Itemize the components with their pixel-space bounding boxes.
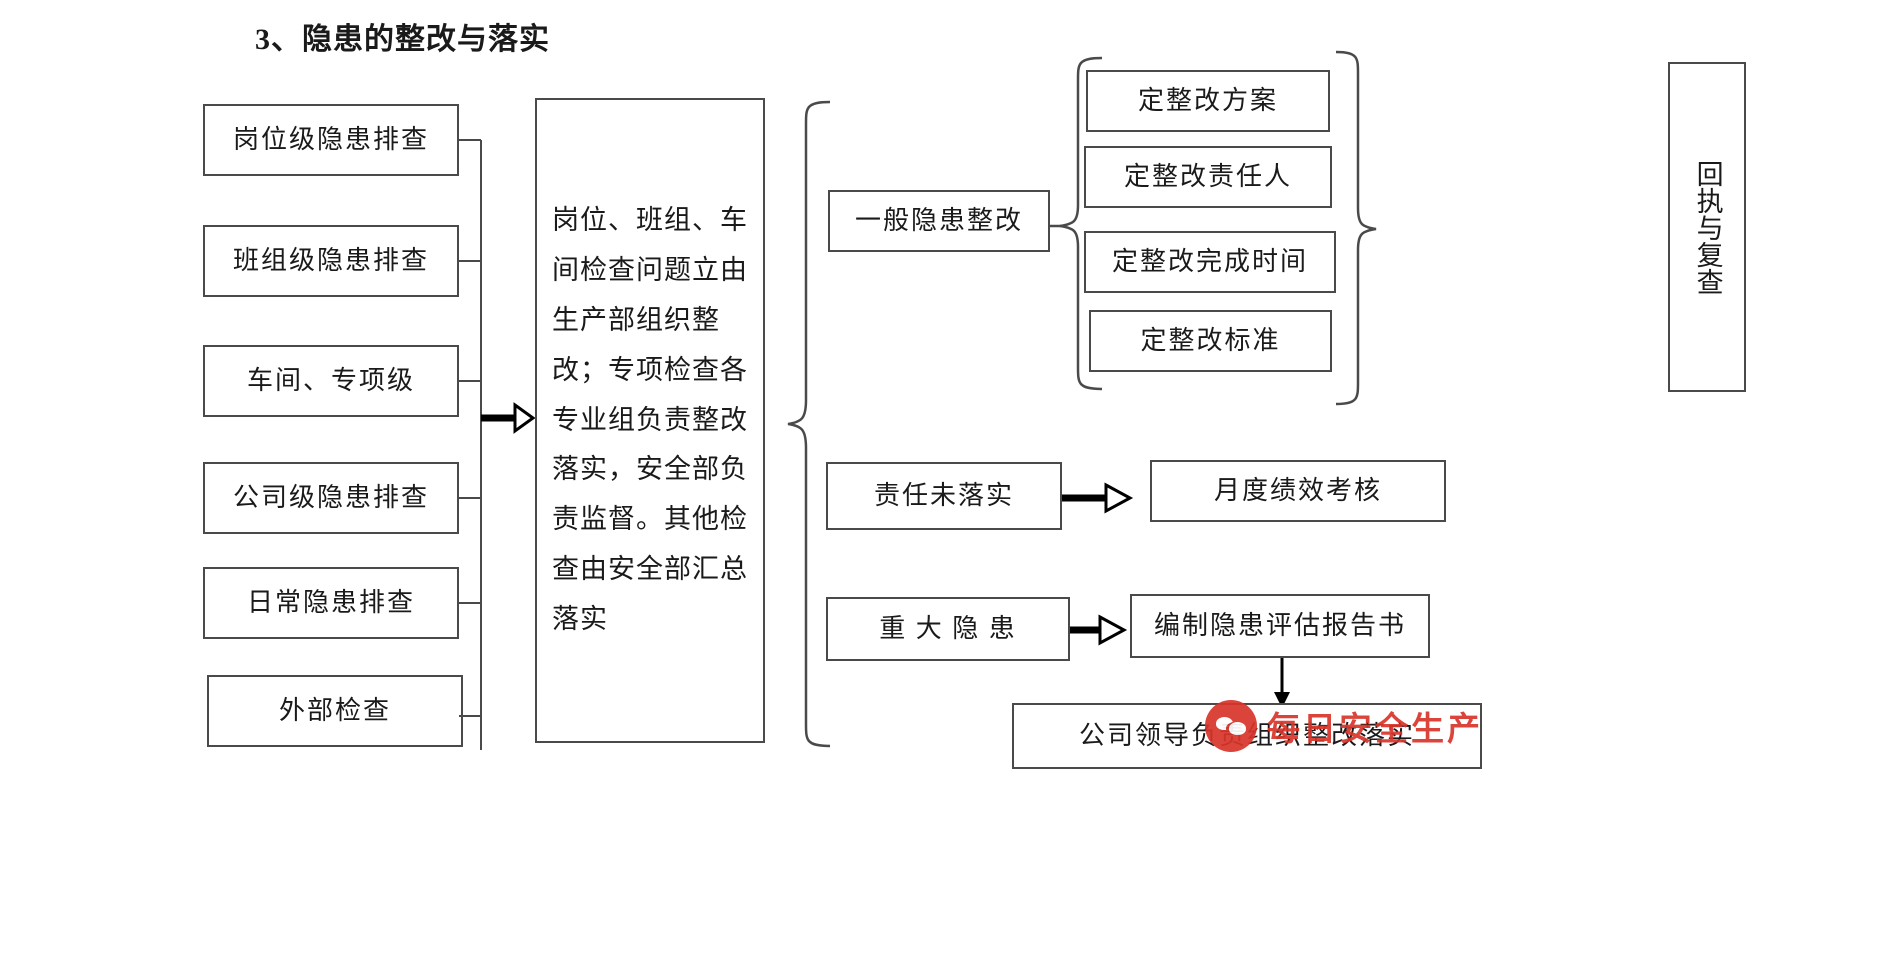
watermark: 每日安全生产 [1205, 700, 1483, 752]
watermark-text: 每日安全生产 [1267, 710, 1483, 747]
node-hazard-assessment-report[interactable]: 编制隐患评估报告书 [1130, 594, 1430, 658]
node-receipt-and-review[interactable]: 回执与复查 [1668, 62, 1746, 392]
node-measure-plan[interactable]: 定整改方案 [1086, 70, 1330, 132]
node-workshop-special-level[interactable]: 车间、专项级 [203, 345, 459, 417]
wechat-logo-icon [1205, 700, 1257, 752]
node-responsibility-unfulfilled[interactable]: 责任未落实 [826, 462, 1062, 530]
receipt-brace [1332, 48, 1384, 410]
node-center-process[interactable]: 岗位、班组、车间检查问题立由生产部组织整改；专项检查各专业组负责整改落实，安全部… [535, 98, 765, 743]
node-measure-completion-time[interactable]: 定整改完成时间 [1084, 231, 1336, 293]
node-measure-standard[interactable]: 定整改标准 [1089, 310, 1332, 372]
node-team-level-inspection[interactable]: 班组级隐患排查 [203, 225, 459, 297]
node-external-inspection[interactable]: 外部检查 [207, 675, 463, 747]
center-process-text: 岗位、班组、车间检查问题立由生产部组织整改；专项检查各专业组负责整改落实，安全部… [552, 204, 748, 635]
receipt-and-review-label: 回执与复查 [1692, 159, 1723, 295]
node-measure-responsible-person[interactable]: 定整改责任人 [1084, 146, 1332, 208]
node-company-level-inspection[interactable]: 公司级隐患排查 [203, 462, 459, 534]
node-major-hazard[interactable]: 重 大 隐 患 [826, 597, 1070, 661]
node-post-level-inspection[interactable]: 岗位级隐患排查 [203, 104, 459, 176]
node-daily-inspection[interactable]: 日常隐患排查 [203, 567, 459, 639]
arrow-responsibility-to-performance [1060, 478, 1152, 518]
page-title: 3、隐患的整改与落实 [255, 23, 550, 56]
node-monthly-performance-review[interactable]: 月度绩效考核 [1150, 460, 1446, 522]
node-general-hazard-rectification[interactable]: 一般隐患整改 [828, 190, 1050, 252]
